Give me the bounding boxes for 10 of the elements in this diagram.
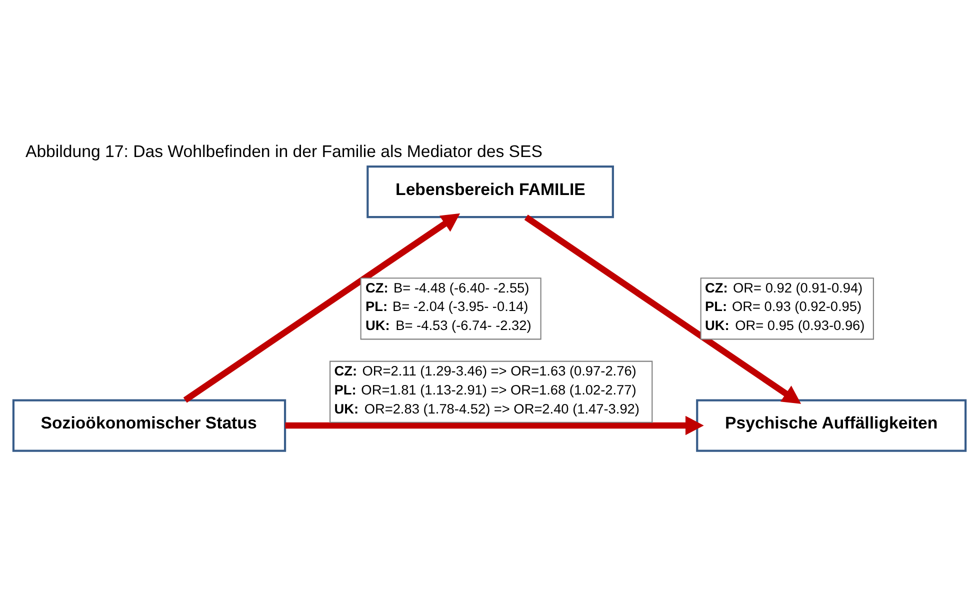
diagram-title: Abbildung 17: Das Wohlbefinden in der Familie als Mediator des SES (25, 142, 542, 161)
arrow (285, 416, 704, 436)
edge-label: CZ: OR= 0.92 (0.91-0.94) PL: OR= 0.93 (0.92-0.95) UK: OR= 0.95 (0.93-0.96) (705, 280, 865, 334)
node-box: Sozioökonomischer Status (12, 399, 286, 452)
node-box: Lebensbereich FAMILIE (366, 166, 614, 218)
arrow (183, 213, 460, 403)
edge-label: CZ: B= -4.48 (-6.40- -2.55) PL: B= -2.04 (-3.95- -0.14) UK: B= -4.53 (-6.74- -2.32) (366, 280, 532, 334)
edge-label: CZ: OR=2.11 (1.29-3.46) => OR=1.63 (0.97-2.76) PL: OR=1.81 (1.13-2.91) => OR=1.68 (1.02-2.77) UK: OR=2.83 (1.78-4.52) => OR=2.40 (1.47-3.92) (334, 363, 640, 416)
node-box: Psychische Auffälligkeiten (696, 399, 967, 452)
arrow (524, 214, 802, 404)
